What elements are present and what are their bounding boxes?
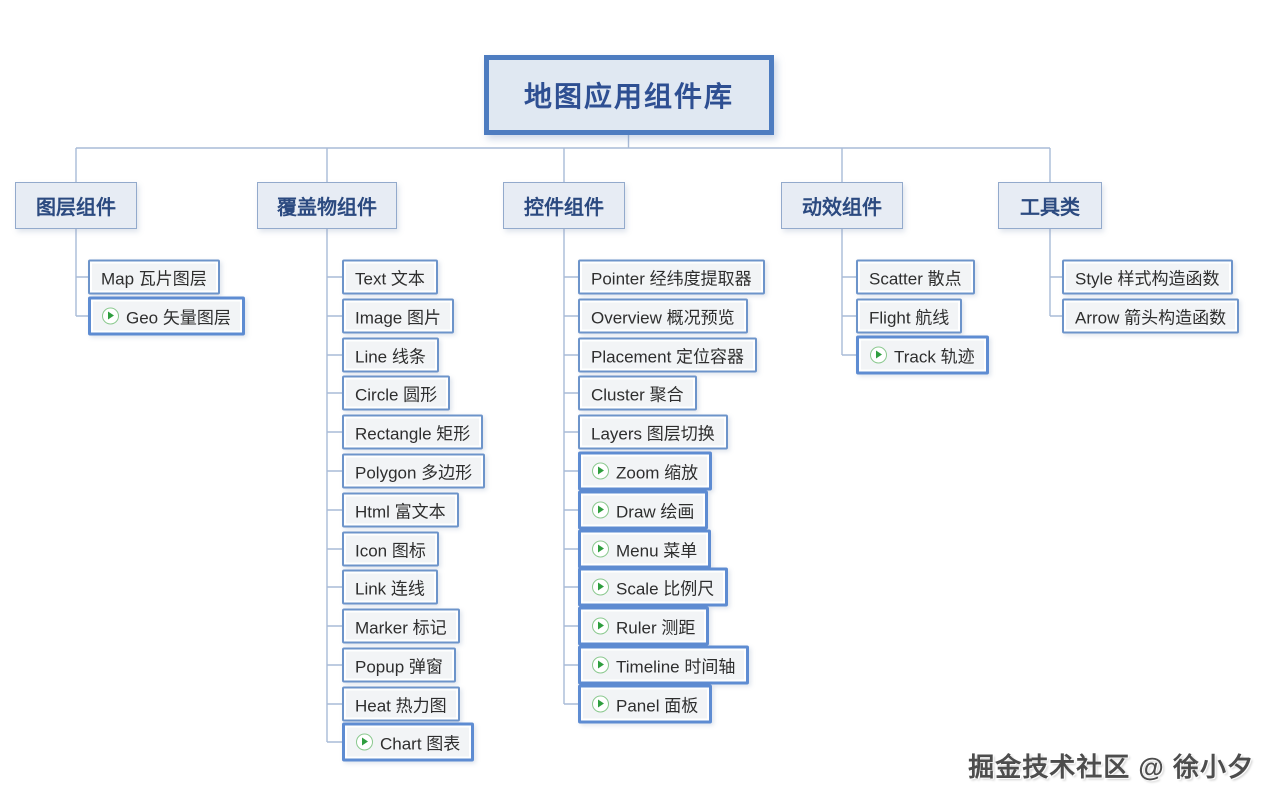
node-text[interactable]: Text 文本 xyxy=(342,259,438,295)
node-scatter[interactable]: Scatter 散点 xyxy=(856,259,975,295)
node-cluster[interactable]: Cluster 聚合 xyxy=(578,375,697,411)
watermark: 掘金技术社区 @ 徐小夕 xyxy=(968,752,1254,782)
node-layers[interactable]: Layers 图层切换 xyxy=(578,414,728,450)
play-icon xyxy=(592,695,609,713)
node-icon[interactable]: Icon 图标 xyxy=(342,531,439,567)
node-label: Pointer 经纬度提取器 xyxy=(591,269,752,289)
node-heat[interactable]: Heat 热力图 xyxy=(342,686,460,722)
node-pointer[interactable]: Pointer 经纬度提取器 xyxy=(578,259,765,295)
node-overview[interactable]: Overview 概况预览 xyxy=(578,298,748,334)
node-placement[interactable]: Placement 定位容器 xyxy=(578,337,758,373)
node-label: Arrow 箭头构造函数 xyxy=(1075,308,1227,328)
node-label: Line 线条 xyxy=(355,347,426,367)
node-circle[interactable]: Circle 圆形 xyxy=(342,375,451,411)
node-zoom[interactable]: Zoom 缩放 xyxy=(578,451,713,491)
node-popup[interactable]: Popup 弹窗 xyxy=(342,647,456,683)
play-icon xyxy=(592,617,609,635)
node-style[interactable]: Style 样式构造函数 xyxy=(1062,259,1233,295)
node-chart[interactable]: Chart 图表 xyxy=(342,722,475,762)
root-node[interactable]: 地图应用组件库 xyxy=(484,55,774,135)
node-label: Cluster 聚合 xyxy=(591,385,684,405)
node-arrow[interactable]: Arrow 箭头构造函数 xyxy=(1062,298,1240,334)
node-label: Html 富文本 xyxy=(355,502,446,522)
node-geo[interactable]: Geo 矢量图层 xyxy=(88,296,245,336)
node-label: Panel 面板 xyxy=(616,696,699,716)
node-label: Layers 图层切换 xyxy=(591,424,715,444)
node-line[interactable]: Line 线条 xyxy=(342,337,439,373)
node-label: Scale 比例尺 xyxy=(616,579,715,599)
node-ruler[interactable]: Ruler 测距 xyxy=(578,606,710,646)
node-label: Flight 航线 xyxy=(869,308,950,328)
node-track[interactable]: Track 轨迹 xyxy=(856,335,989,375)
node-label: Image 图片 xyxy=(355,308,441,328)
node-label: Timeline 时间轴 xyxy=(616,657,736,677)
node-label: Popup 弹窗 xyxy=(355,657,443,677)
branch-node-layers[interactable]: 图层组件 xyxy=(15,182,137,229)
node-label: Menu 菜单 xyxy=(616,541,698,561)
node-label: Draw 绘画 xyxy=(616,502,695,522)
branch-node-utils[interactable]: 工具类 xyxy=(998,182,1102,229)
node-menu[interactable]: Menu 菜单 xyxy=(578,529,712,569)
node-rectangle[interactable]: Rectangle 矩形 xyxy=(342,414,484,450)
node-label: Icon 图标 xyxy=(355,541,426,561)
play-icon xyxy=(870,346,887,364)
node-label: Chart 图表 xyxy=(380,734,461,754)
play-icon xyxy=(592,462,609,480)
node-panel[interactable]: Panel 面板 xyxy=(578,684,713,724)
branch-node-animations[interactable]: 动效组件 xyxy=(781,182,903,229)
node-scale[interactable]: Scale 比例尺 xyxy=(578,567,729,607)
node-label: Text 文本 xyxy=(355,269,425,289)
node-link[interactable]: Link 连线 xyxy=(342,569,438,605)
node-label: Rectangle 矩形 xyxy=(355,424,471,444)
play-icon xyxy=(592,540,609,558)
node-polygon[interactable]: Polygon 多边形 xyxy=(342,453,486,489)
node-label: Scatter 散点 xyxy=(869,269,962,289)
node-label: Zoom 缩放 xyxy=(616,463,699,483)
play-icon xyxy=(102,307,119,325)
node-html[interactable]: Html 富文本 xyxy=(342,492,459,528)
node-label: Marker 标记 xyxy=(355,618,447,638)
node-label: Overview 概况预览 xyxy=(591,308,735,328)
node-timeline[interactable]: Timeline 时间轴 xyxy=(578,645,750,685)
node-image[interactable]: Image 图片 xyxy=(342,298,454,334)
node-draw[interactable]: Draw 绘画 xyxy=(578,490,709,530)
node-label: Geo 矢量图层 xyxy=(126,308,231,328)
node-label: Style 样式构造函数 xyxy=(1075,269,1220,289)
play-icon xyxy=(592,578,609,596)
branch-node-overlays[interactable]: 覆盖物组件 xyxy=(257,182,397,229)
node-label: Heat 热力图 xyxy=(355,696,447,716)
play-icon xyxy=(592,656,609,674)
node-label: Ruler 测距 xyxy=(616,618,696,638)
node-map[interactable]: Map 瓦片图层 xyxy=(88,259,220,295)
node-marker[interactable]: Marker 标记 xyxy=(342,608,460,644)
branch-node-controls[interactable]: 控件组件 xyxy=(503,182,625,229)
node-label: Circle 圆形 xyxy=(355,385,438,405)
node-label: Placement 定位容器 xyxy=(591,347,745,367)
node-flight[interactable]: Flight 航线 xyxy=(856,298,963,334)
node-label: Link 连线 xyxy=(355,579,425,599)
play-icon xyxy=(356,733,373,751)
play-icon xyxy=(592,501,609,519)
node-label: Track 轨迹 xyxy=(894,347,975,367)
node-label: Map 瓦片图层 xyxy=(101,269,207,289)
node-label: Polygon 多边形 xyxy=(355,463,473,483)
